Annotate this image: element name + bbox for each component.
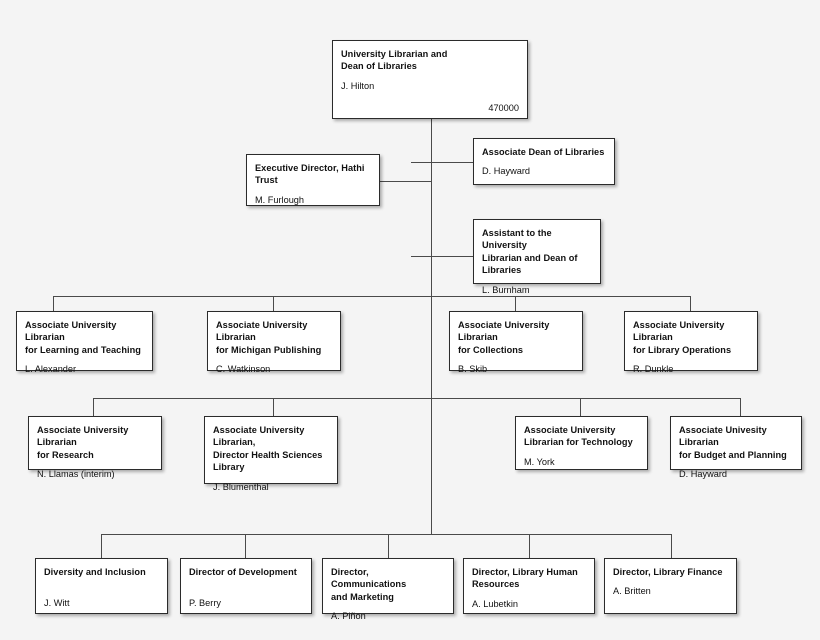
node-person: D. Hayward [482, 166, 530, 177]
node-person: P. Berry [189, 598, 221, 609]
node-person: N. Llamas (interim) [37, 469, 115, 480]
stem-row5-1 [101, 534, 102, 558]
node-title: Associate Dean of Libraries [482, 147, 605, 157]
node-title: Director, Library Human Resources [472, 567, 578, 590]
node-aul-learning-and-teaching[interactable]: Associate University Librarian for Learn… [16, 311, 153, 374]
node-aul-technology[interactable]: Associate University Librarian for Techn… [515, 416, 648, 470]
connector-associate-dean [411, 162, 473, 163]
node-title: Associate University Librarian for Resea… [37, 425, 129, 460]
node-person: L. Burnham [482, 284, 530, 295]
node-director-of-development[interactable]: Director of Development P. Berry [180, 558, 312, 614]
node-director-library-finance[interactable]: Director, Library Finance A. Britten [604, 558, 737, 614]
stem-row4-2 [273, 398, 274, 416]
node-title: Director, Communications and Marketing [331, 567, 407, 602]
node-executive-director-hathi-trust[interactable]: Executive Director, Hathi Trust M. Furlo… [246, 154, 380, 206]
node-aul-michigan-publishing[interactable]: Associate University Librarian for Michi… [207, 311, 341, 374]
trunk-line [431, 118, 432, 534]
node-director-library-human-resources[interactable]: Director, Library Human Resources A. Lub… [463, 558, 595, 614]
node-assistant-to-university-librarian[interactable]: Assistant to the University Librarian an… [473, 219, 601, 295]
stem-row5-4 [529, 534, 530, 558]
stem-row4-3 [580, 398, 581, 416]
node-title: Director, Library Finance [613, 567, 723, 577]
node-aul-health-sciences-library[interactable]: Associate University Librarian, Director… [204, 416, 338, 492]
node-aul-library-operations[interactable]: Associate University Librarian for Libra… [624, 311, 758, 374]
node-aul-research[interactable]: Associate University Librarian for Resea… [28, 416, 162, 479]
node-aul-collections[interactable]: Associate University Librarian for Colle… [449, 311, 583, 374]
node-aul-budget-and-planning[interactable]: Associate Univesity Librarian for Budget… [670, 416, 802, 479]
stem-row3-2 [273, 296, 274, 311]
stem-row3-1 [53, 296, 54, 311]
node-person: M. Furlough [255, 194, 305, 205]
node-title: Associate University Librarian for Libra… [633, 320, 732, 355]
node-title: Associate University Librarian, Director… [213, 425, 323, 473]
stem-row3-3 [515, 296, 516, 311]
connector-hathi-trust [380, 181, 432, 182]
stem-row4-1 [93, 398, 94, 416]
node-director-communications-marketing[interactable]: Director, Communications and Marketing A… [322, 558, 454, 621]
stem-row3-4 [690, 296, 691, 311]
node-title: Associate University Librarian for Colle… [458, 320, 550, 355]
bus-row5 [101, 534, 671, 535]
node-person: A. Lubetkin [472, 598, 518, 609]
node-title: Associate University Librarian for Learn… [25, 320, 141, 355]
stem-row5-2 [245, 534, 246, 558]
stem-row5-3 [388, 534, 389, 558]
node-code: 470000 [488, 103, 519, 113]
connector-assistant [411, 256, 473, 257]
node-person: M. York [524, 456, 555, 467]
node-title: Executive Director, Hathi Trust [255, 163, 365, 186]
node-person: L. Alexander [25, 364, 77, 375]
node-person: J. Blumenthal [213, 481, 269, 492]
bus-row4 [93, 398, 741, 399]
node-title: Associate University Librarian for Michi… [216, 320, 322, 355]
node-person: J. Hilton [341, 80, 375, 91]
node-person: J. Witt [44, 598, 70, 609]
node-title: Director of Development [189, 567, 297, 577]
stem-row4-4 [740, 398, 741, 416]
node-person: A. Piñon [331, 611, 366, 622]
node-title: Assistant to the University Librarian an… [482, 228, 578, 276]
node-diversity-and-inclusion[interactable]: Diversity and Inclusion J. Witt [35, 558, 168, 614]
node-person: R. Dunkle [633, 364, 674, 375]
node-associate-dean-of-libraries[interactable]: Associate Dean of Libraries D. Hayward [473, 138, 615, 185]
node-title: Associate Univesity Librarian for Budget… [679, 425, 787, 460]
node-person: D. Hayward [679, 469, 727, 480]
node-person: C. Watkinson [216, 364, 271, 375]
bus-row3 [53, 296, 691, 297]
node-person: B. Skib [458, 364, 488, 375]
node-person: A. Britten [613, 586, 651, 597]
node-title: Associate University Librarian for Techn… [524, 425, 633, 448]
stem-row5-5 [671, 534, 672, 558]
node-title: Diversity and Inclusion [44, 567, 146, 577]
node-title: University Librarian and Dean of Librari… [341, 49, 448, 72]
node-university-librarian-dean[interactable]: University Librarian and Dean of Librari… [332, 40, 528, 119]
